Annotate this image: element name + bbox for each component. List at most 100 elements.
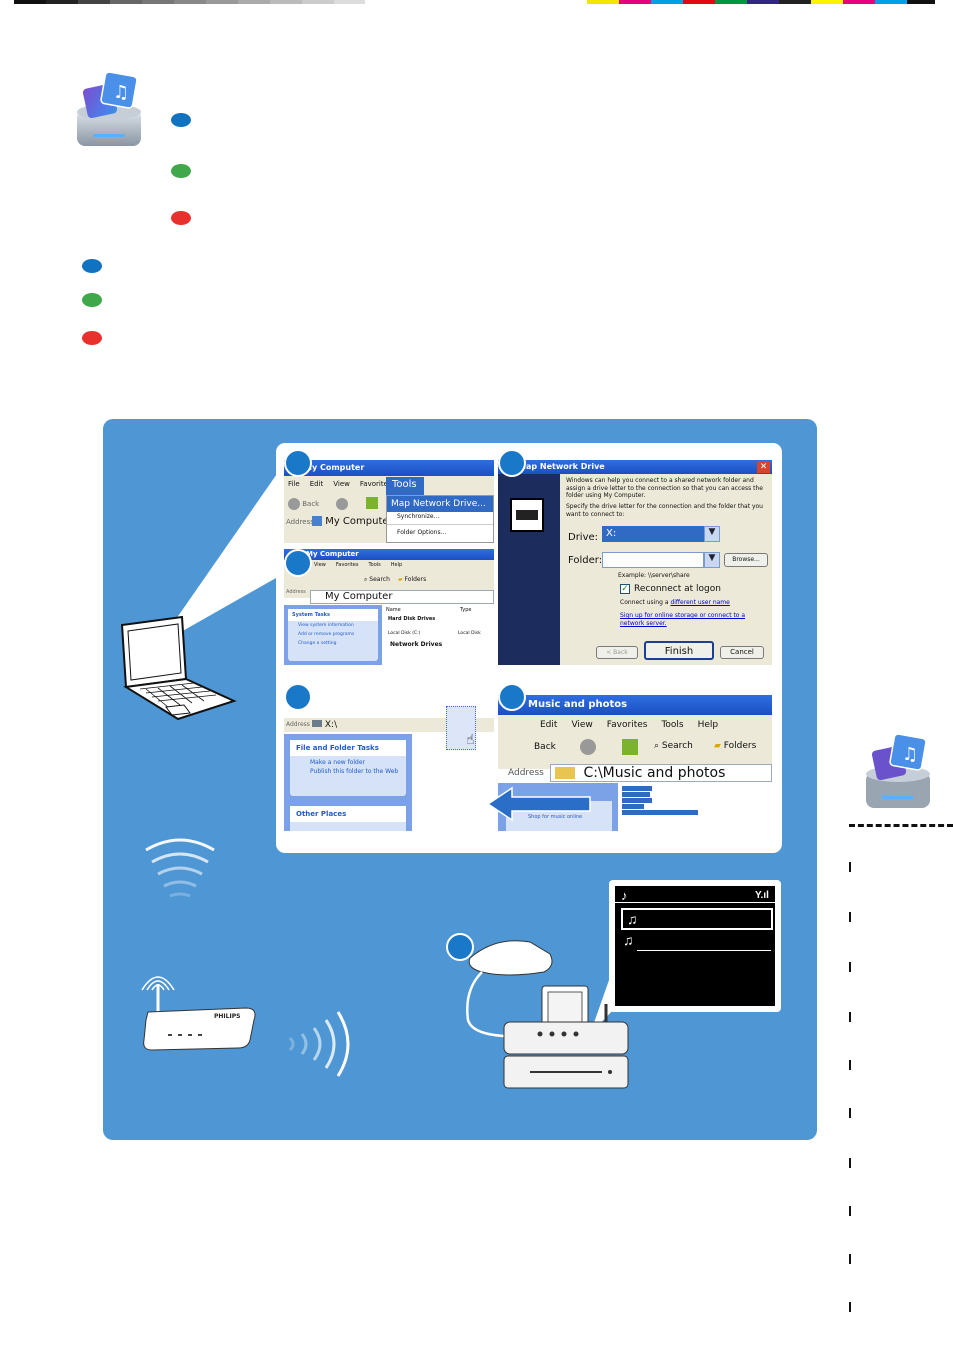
step-marker: [446, 933, 474, 961]
network-drives-header: Network Drives: [390, 641, 443, 648]
menu-view[interactable]: View: [314, 562, 326, 568]
menu-file[interactable]: File: [288, 480, 300, 488]
drag-cursor-icon: ☝: [466, 732, 475, 748]
menu-edit[interactable]: Edit: [309, 480, 324, 488]
forward-icon[interactable]: [336, 498, 348, 510]
chevron-down-icon[interactable]: ▼: [704, 552, 720, 568]
window-title: My Computer: [284, 549, 494, 560]
svg-text:♫: ♫: [113, 82, 129, 103]
svg-text:♫: ♫: [902, 744, 918, 765]
task-change-setting[interactable]: Change a setting: [298, 641, 337, 646]
step-dot-green: [171, 164, 191, 178]
search-button[interactable]: ⌕ Search: [364, 576, 390, 584]
svg-text:PHILIPS: PHILIPS: [214, 1013, 240, 1020]
task-shop-music[interactable]: Shop for music online: [528, 814, 583, 820]
margin-tick: [849, 1060, 851, 1070]
folders-button[interactable]: ▰ Folders: [398, 576, 426, 583]
different-user-link[interactable]: different user name: [670, 599, 730, 606]
menu-tools[interactable]: Tools: [386, 477, 424, 495]
chevron-down-icon[interactable]: ▼: [704, 526, 720, 542]
bullet-dot-green: [82, 293, 102, 307]
screenshot-my-computer-drives: My Computer View Favorites Tools Help ⌕ …: [284, 549, 494, 665]
search-icon: ⌕: [364, 576, 368, 583]
signal-strength-icon: Y.ıl: [755, 890, 769, 901]
address-bar[interactable]: C:\Music and photos: [550, 764, 772, 782]
folder-input[interactable]: [602, 552, 704, 568]
address-bar[interactable]: My Computer: [310, 590, 494, 604]
display-selected-item[interactable]: ♫: [621, 908, 773, 930]
back-button[interactable]: Back: [288, 498, 319, 510]
menu-item-synchronize[interactable]: Synchronize...: [397, 513, 440, 520]
menu-tools[interactable]: Tools: [368, 562, 381, 568]
folder-up-icon[interactable]: [622, 739, 638, 755]
dialog-instruction: Specify the drive letter for the connect…: [566, 503, 763, 518]
folders-button[interactable]: ▰ Folders: [714, 741, 756, 751]
menu-tools[interactable]: Tools: [661, 720, 684, 730]
dialog-side-art: [498, 474, 560, 665]
menu-favorites[interactable]: Favorites: [606, 720, 648, 730]
drag-arrow-icon: [486, 786, 591, 822]
column-name[interactable]: Name: [386, 607, 401, 613]
music-note-icon: ♪: [621, 888, 628, 903]
laptop-icon: [112, 615, 237, 725]
forward-icon[interactable]: [580, 739, 596, 755]
column-type[interactable]: Type: [460, 607, 472, 613]
margin-tick: [849, 912, 851, 922]
back-label: Back: [302, 500, 320, 508]
screenshot-map-network-drive: Map Network Drive ✕ Windows can help you…: [498, 460, 772, 665]
search-button[interactable]: ⌕ Search: [654, 741, 693, 751]
reconnect-label: Reconnect at logon: [634, 584, 721, 594]
menu-item-map-network-drive[interactable]: Map Network Drive...: [387, 496, 493, 512]
print-bar-grayscale: [14, 0, 365, 4]
folders-label: Folders: [404, 576, 427, 583]
menu-item-folder-options[interactable]: Folder Options...: [397, 529, 447, 536]
display-item-line: [637, 950, 771, 951]
address-label: Address: [286, 721, 310, 728]
task-make-new-folder[interactable]: Make a new folder: [310, 759, 366, 766]
back-button[interactable]: < Back: [596, 646, 638, 659]
drive-select[interactable]: X:: [602, 526, 704, 542]
menu-view[interactable]: View: [571, 720, 593, 730]
task-publish-folder[interactable]: Publish this folder to the Web: [310, 768, 399, 775]
drive-label: Drive:: [568, 532, 599, 543]
address-value[interactable]: My Computer: [312, 516, 393, 527]
menu-bar[interactable]: File Edit View Favorites: [288, 480, 392, 488]
local-disk-row[interactable]: Local Disk (C:): [388, 631, 421, 636]
step-dot-red: [171, 211, 191, 225]
margin-tick: [849, 1254, 851, 1264]
cancel-button[interactable]: Cancel: [720, 646, 764, 659]
step-marker: [498, 449, 526, 477]
file-folder-tasks-box: File and Folder Tasks Make a new folder …: [290, 740, 406, 796]
menu-bar[interactable]: Edit View Favorites Tools Help: [540, 720, 718, 730]
folder-icon: ▰: [714, 741, 721, 751]
finish-button[interactable]: Finish: [644, 641, 714, 660]
local-disk-type: Local Disk: [458, 631, 481, 636]
back-button[interactable]: Back: [534, 742, 556, 752]
menu-help[interactable]: Help: [390, 562, 403, 568]
menu-favorites[interactable]: Favorites: [335, 562, 359, 568]
folder-up-icon[interactable]: [366, 497, 378, 509]
folder-example: Example: \\server\share: [618, 572, 690, 579]
margin-tick: [849, 862, 851, 872]
print-bar-color: [587, 0, 935, 4]
step-marker: [284, 549, 312, 577]
browse-button[interactable]: Browse...: [724, 553, 768, 567]
online-storage-link[interactable]: Sign up for online storage or connect to…: [620, 612, 746, 627]
close-icon[interactable]: ✕: [757, 461, 770, 473]
menu-help[interactable]: Help: [697, 720, 719, 730]
dragged-files[interactable]: [446, 706, 476, 750]
selected-files[interactable]: [622, 785, 700, 825]
address-value[interactable]: X:\: [312, 720, 337, 730]
computer-icon: [312, 516, 322, 526]
menu-view[interactable]: View: [333, 480, 350, 488]
reconnect-checkbox[interactable]: ✓: [620, 584, 630, 594]
menu-bar[interactable]: View Favorites Tools Help: [314, 562, 402, 568]
address-text: C:\Music and photos: [583, 765, 726, 781]
task-add-remove-programs[interactable]: Add or remove programs: [298, 632, 355, 637]
folder-icon: [555, 767, 575, 779]
menu-edit[interactable]: Edit: [540, 720, 558, 730]
task-view-system-info[interactable]: View system information: [298, 623, 354, 628]
dialog-title: Map Network Drive: [498, 460, 772, 474]
other-places-header: Other Places: [290, 806, 406, 822]
menu-favorites[interactable]: Favorites: [359, 480, 392, 488]
